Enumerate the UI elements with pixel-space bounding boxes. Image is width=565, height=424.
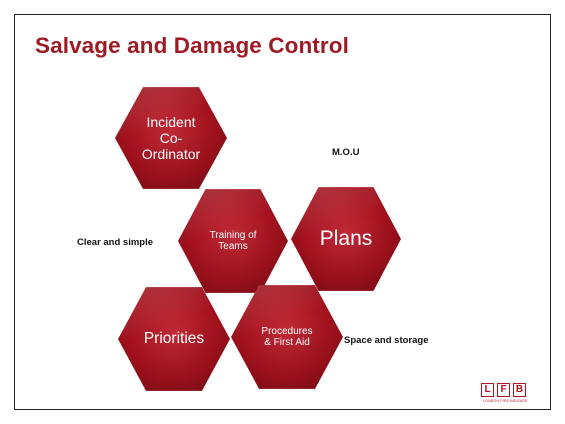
hexagon-incident-coordinator: Incident Co-Ordinator bbox=[115, 85, 227, 191]
logo-letter-f: F bbox=[497, 383, 510, 397]
hexagon-plans: Plans bbox=[291, 185, 401, 293]
hexagon-label: Priorities bbox=[143, 330, 205, 348]
hexagon-label: Plans bbox=[319, 226, 373, 250]
logo-letter-b: B bbox=[513, 383, 526, 397]
hexagon-priorities: Priorities bbox=[118, 285, 230, 393]
hexagon-procedures-first-aid: Procedures & First Aid bbox=[231, 283, 343, 391]
lfb-logo: L F B bbox=[481, 383, 526, 397]
hexagon-training-of-teams: Training of Teams bbox=[178, 187, 288, 295]
slide-title: Salvage and Damage Control bbox=[35, 33, 349, 58]
logo-letter-l: L bbox=[481, 383, 494, 397]
note-mou: M.O.U bbox=[332, 147, 360, 158]
logo-subtitle: LONDON FIRE BRIGADE bbox=[483, 399, 528, 403]
note-space-and-storage: Space and storage bbox=[344, 335, 429, 346]
hexagon-label: Procedures & First Aid bbox=[261, 325, 313, 349]
note-clear-and-simple: Clear and simple bbox=[77, 237, 154, 248]
hexagon-label: Incident Co-Ordinator bbox=[141, 113, 201, 163]
slide: Salvage and Damage Control Incident Co-O… bbox=[14, 14, 551, 410]
hexagon-label: Training of Teams bbox=[209, 229, 257, 253]
